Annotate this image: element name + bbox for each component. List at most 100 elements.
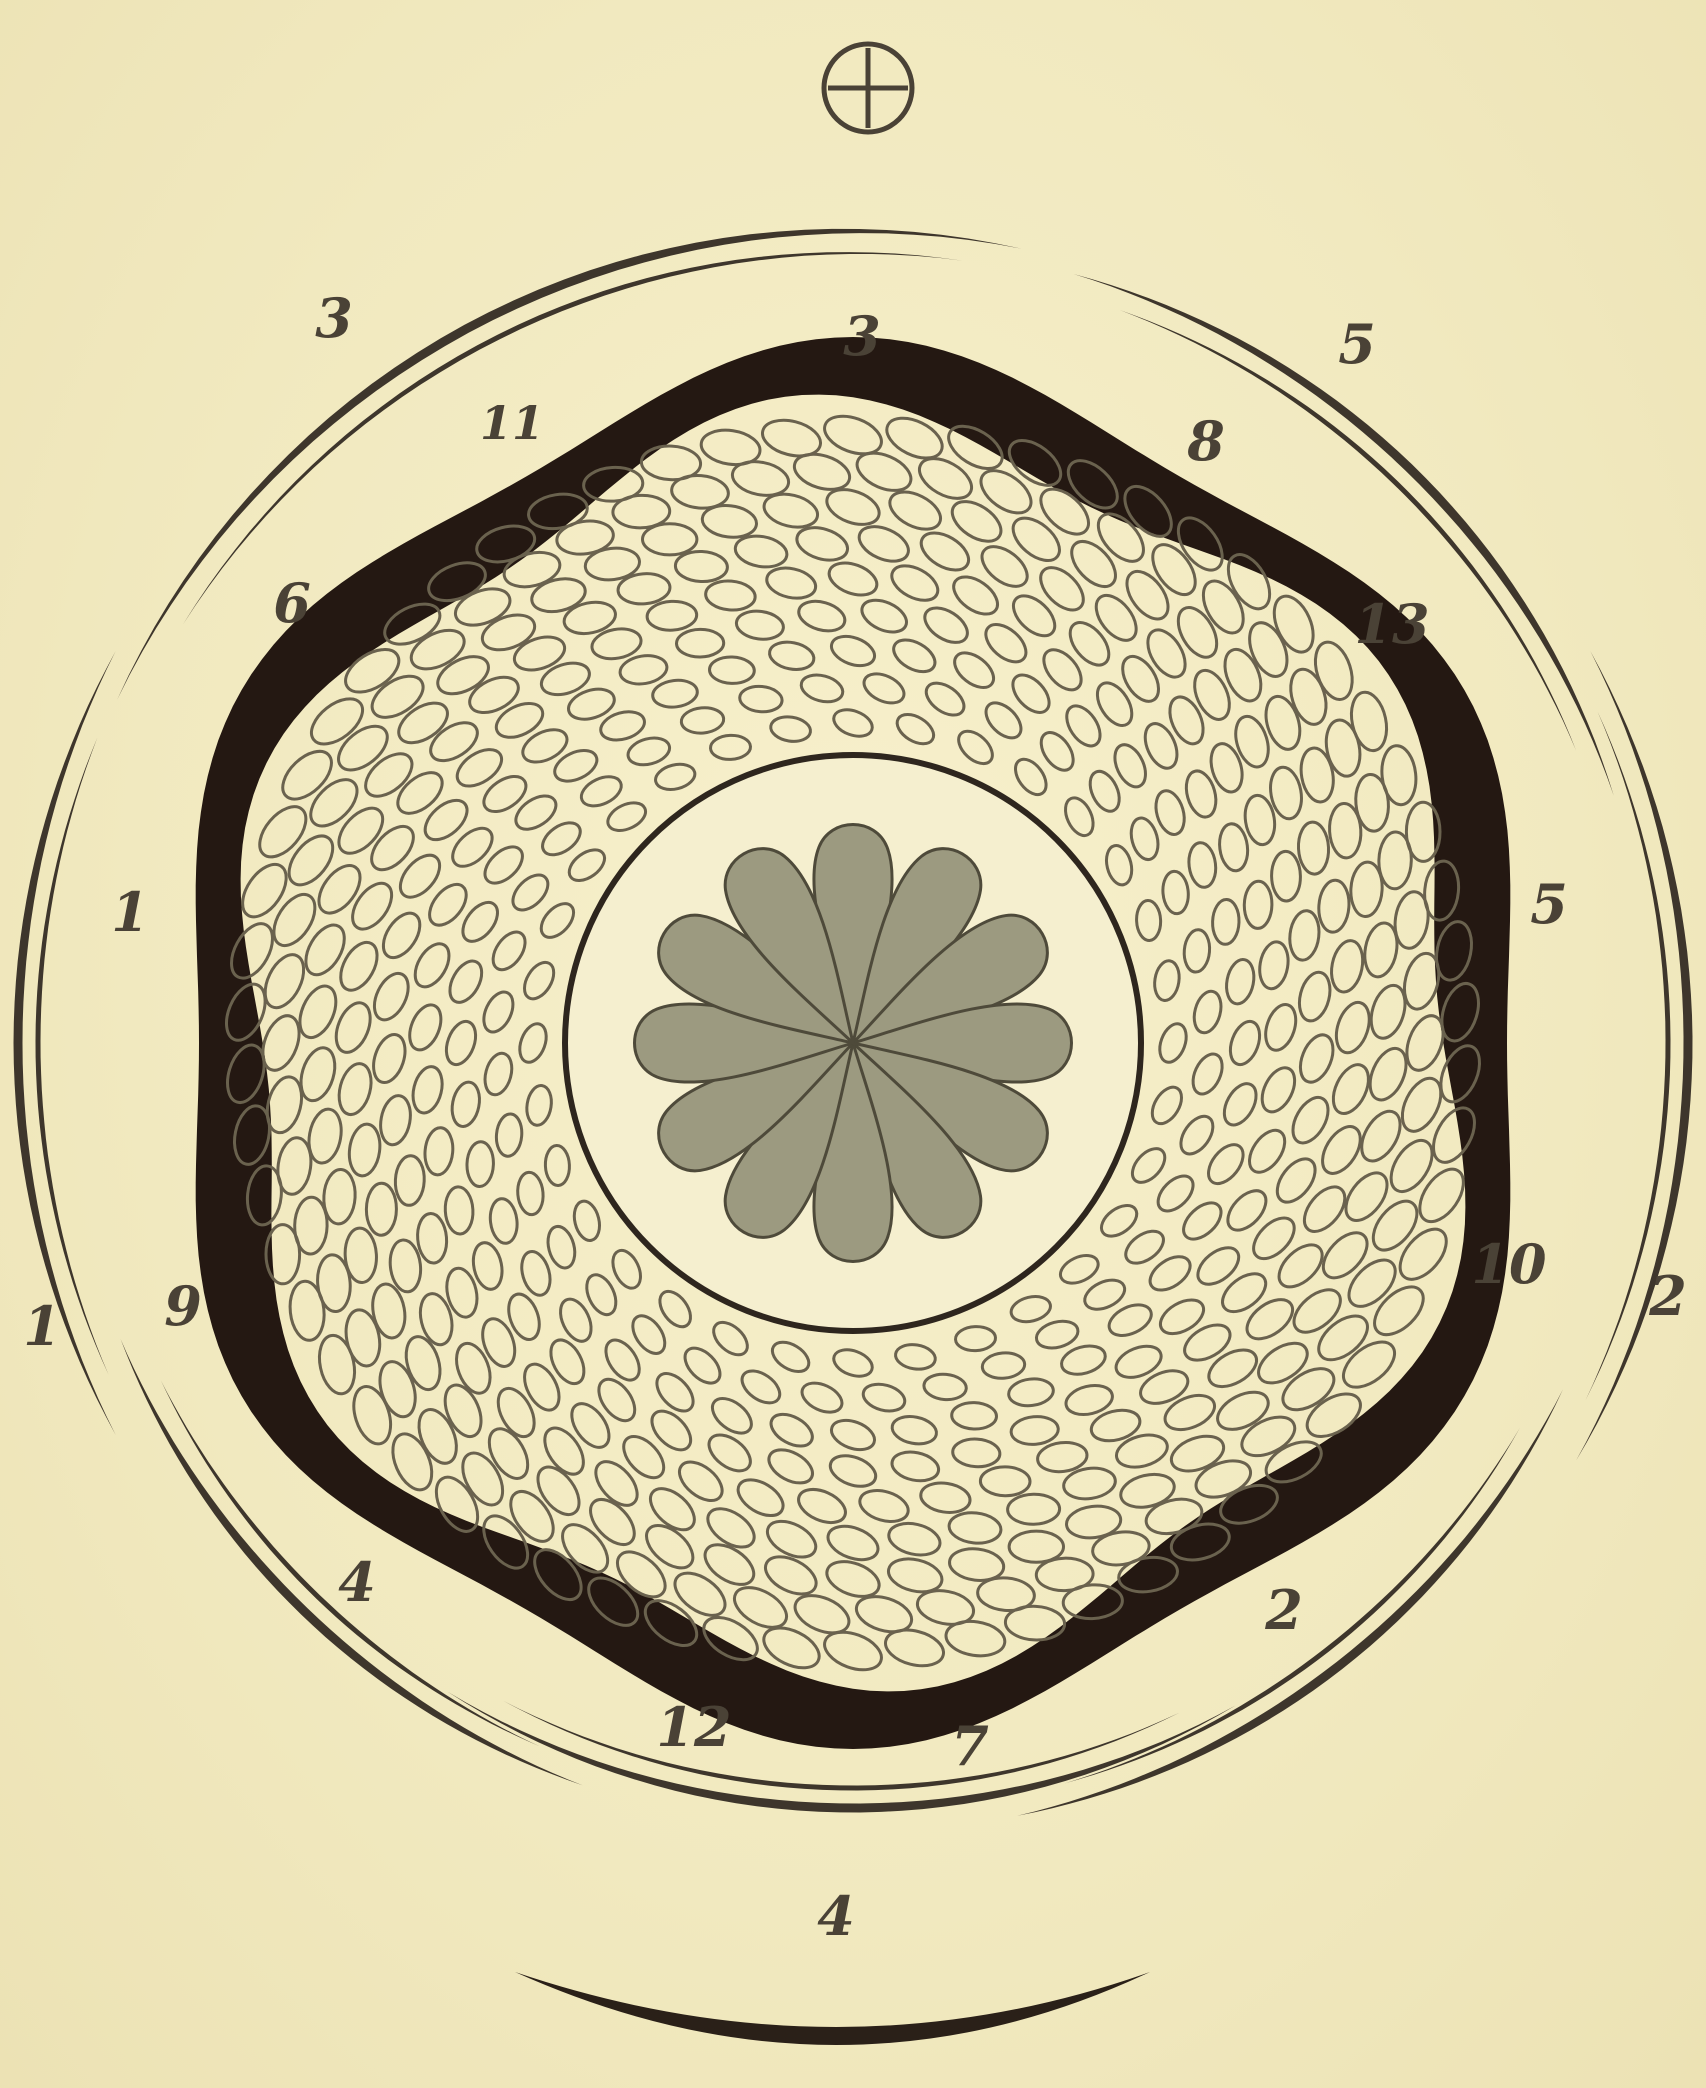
cell (1088, 588, 1144, 647)
cell (1330, 998, 1375, 1057)
cell (766, 1408, 818, 1453)
bottom-arc (515, 1972, 1150, 2045)
cell (830, 1345, 876, 1381)
cell (854, 520, 914, 568)
cell (645, 1404, 698, 1457)
cell (1311, 1307, 1376, 1368)
cell (827, 1415, 878, 1455)
cell (823, 1520, 882, 1566)
cell (1379, 744, 1419, 806)
cell (1240, 1292, 1300, 1347)
cell (1236, 1409, 1301, 1463)
cell (404, 1000, 447, 1054)
cell (478, 987, 519, 1036)
cell (953, 725, 999, 770)
cell (364, 819, 421, 878)
cell (762, 1514, 822, 1564)
cell (1136, 1364, 1193, 1409)
cell (1221, 1184, 1273, 1237)
cell (1117, 1469, 1177, 1512)
cell (1341, 1252, 1404, 1315)
cell (1315, 1225, 1375, 1286)
cell (392, 695, 455, 751)
cell (764, 564, 819, 603)
cell (827, 631, 878, 671)
cell (1242, 617, 1294, 682)
cell (948, 646, 1000, 694)
cell (1005, 510, 1067, 569)
cell (826, 1450, 880, 1492)
cell (366, 1183, 397, 1235)
cell (1009, 1531, 1063, 1562)
cell (793, 1483, 850, 1529)
cell (487, 926, 532, 975)
cell (1187, 1049, 1228, 1098)
cell (334, 1060, 376, 1118)
cell (1327, 938, 1367, 995)
cell (948, 1510, 1003, 1545)
cell (1218, 644, 1268, 706)
cell (409, 1064, 447, 1116)
cell (444, 1186, 474, 1235)
cell (1126, 1143, 1171, 1189)
cell (416, 1212, 449, 1264)
cell (524, 1084, 554, 1127)
cell (495, 1113, 524, 1157)
cell (1151, 787, 1189, 837)
label-2-inner: 2 (1265, 1583, 1303, 1637)
label-9: 9 (164, 1279, 202, 1333)
label-2-far: 2 (1649, 1269, 1687, 1323)
cell (1113, 1430, 1171, 1473)
cell (394, 1155, 425, 1206)
cell (1065, 1503, 1123, 1540)
cell (266, 887, 324, 952)
cell (331, 800, 391, 861)
cell (856, 1485, 912, 1526)
label-3-top: 3 (843, 309, 881, 363)
cell (1007, 1376, 1055, 1408)
cell (892, 708, 939, 749)
cell (1271, 1237, 1329, 1295)
cell (919, 1480, 972, 1516)
cell (1297, 746, 1337, 805)
cell (676, 629, 724, 657)
cell (1260, 1001, 1301, 1054)
cell (516, 1171, 545, 1215)
cell (374, 1357, 422, 1421)
cell (400, 1333, 446, 1394)
cell (699, 426, 762, 468)
cell (342, 1307, 385, 1369)
cell (616, 1429, 671, 1485)
cell (1202, 1138, 1250, 1190)
cell (464, 670, 524, 720)
cell (368, 968, 415, 1025)
cell (365, 668, 430, 726)
cell (1060, 794, 1099, 840)
cell (705, 579, 757, 612)
cell (1115, 650, 1166, 707)
cell (1167, 1430, 1229, 1478)
cell (302, 771, 365, 834)
cell (680, 706, 724, 735)
cell (859, 668, 908, 709)
cell (798, 671, 845, 706)
cell (888, 633, 940, 678)
cell (886, 1519, 943, 1560)
cell (654, 1286, 697, 1332)
cell (408, 938, 456, 993)
cell (517, 1248, 555, 1298)
cell (1326, 1059, 1375, 1119)
cell (1160, 1389, 1220, 1437)
cell (405, 622, 470, 676)
cell (1010, 1415, 1059, 1447)
cell (1271, 851, 1301, 901)
label-3-outer: 3 (315, 291, 353, 345)
cell (1346, 689, 1391, 754)
cell (1140, 623, 1193, 683)
cell (537, 1421, 591, 1481)
cell (733, 532, 789, 570)
label-10: 10 (1471, 1237, 1546, 1291)
cell (825, 557, 881, 601)
cell (860, 1380, 907, 1415)
cell (1317, 879, 1351, 933)
